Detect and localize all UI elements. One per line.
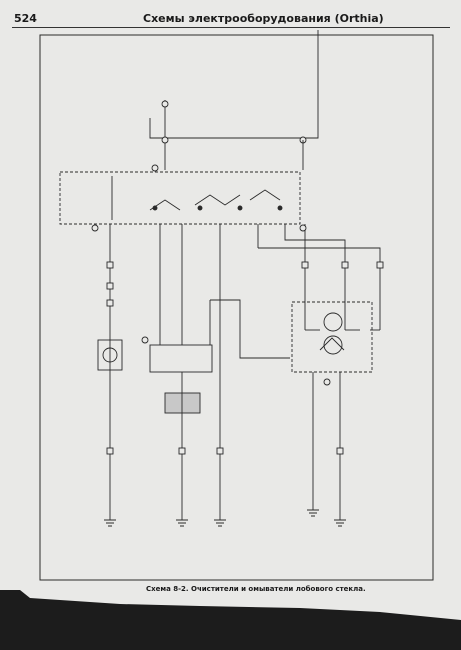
- fuse-box-outline: [149, 30, 319, 139]
- figure-caption: Схема 8-2. Очистители и омыватели лобово…: [146, 585, 366, 593]
- diagram-frame: [39, 34, 434, 581]
- grounds: [104, 509, 346, 527]
- wiper-motor-box: [291, 301, 373, 373]
- washer-motor: [97, 339, 123, 371]
- lower-connector: [164, 392, 201, 414]
- ground-symbol: [104, 519, 116, 527]
- page-header: Схемы электрооборудования (Orthia): [143, 12, 384, 25]
- ground-symbol: [334, 519, 346, 527]
- intermittent-relay: [149, 344, 213, 373]
- page-number: 524: [14, 12, 37, 25]
- scan-shadow: [0, 590, 461, 650]
- ground-symbol: [307, 509, 319, 517]
- ground-symbol: [214, 519, 226, 527]
- ground-symbol: [176, 519, 188, 527]
- wiper-switch-block: [59, 171, 301, 225]
- header-rule: [12, 27, 450, 28]
